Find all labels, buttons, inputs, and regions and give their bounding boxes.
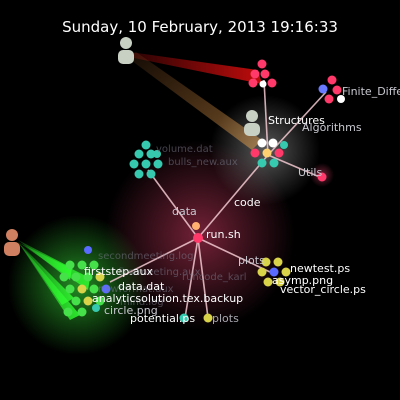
beam-green-4 [18, 242, 80, 320]
user-avatar-top[interactable] [118, 37, 134, 64]
label-bulls-new: bulls_new.aux [168, 157, 238, 168]
beam-red [130, 52, 262, 84]
node-utils[interactable] [317, 172, 327, 182]
label-plots: plots [238, 254, 265, 267]
faded-labels: volume.dat bulls_new.aux secondmeeting.l… [98, 144, 247, 308]
edge-run-code [197, 154, 269, 239]
label-utils: Utils [298, 166, 322, 179]
directory-edges [109, 79, 327, 319]
label-data-dat: data.dat [118, 280, 165, 293]
label-data: data [172, 205, 197, 218]
label-firststep: firststep.aux [84, 265, 153, 278]
edge-run-data [147, 169, 199, 239]
label-newformat: newformat.aux [98, 284, 174, 295]
node-cluster-finite[interactable] [318, 75, 346, 104]
label-potential: potential.ps [130, 312, 195, 325]
edge-run-potential [184, 237, 199, 319]
label-code: code [234, 196, 261, 209]
date-label: Sunday, 10 February, 2013 19:16:33 [62, 18, 338, 36]
node-potential[interactable] [179, 313, 189, 323]
label-runcode: runcode_karl [182, 272, 247, 283]
edge-run-files [109, 237, 199, 283]
node-cluster-data[interactable] [129, 140, 163, 179]
label-circle-png: circle.png [104, 304, 158, 317]
label-volume-dat: volume.dat [156, 144, 213, 155]
label-finite: Finite_Differ [342, 85, 400, 98]
edge-code-structures [263, 79, 269, 156]
user-avatar-middle[interactable] [244, 110, 260, 136]
label-analyticsolution: analyticsolution.tex.backup [92, 292, 243, 305]
label-mind-log: mind.log [120, 297, 164, 308]
node-cluster-code[interactable] [250, 138, 289, 168]
node-cluster-plots[interactable] [257, 257, 291, 287]
node-run-sh[interactable] [192, 222, 203, 243]
glow-left [8, 215, 148, 355]
label-structures: Structures [268, 114, 325, 127]
edge-code-finite [267, 91, 327, 156]
edge-run-plots [197, 237, 271, 273]
node-plotsdir[interactable] [203, 313, 213, 323]
label-algorithms: Algorithms [302, 121, 362, 134]
label-firstmeeting: firstmeeting.aux [118, 267, 201, 278]
beam-green-2 [18, 242, 74, 305]
file-labels: newtest.ps vector_circle.ps asymp.png fi… [84, 262, 366, 325]
edge-run-plotsdir [197, 237, 209, 319]
node-cluster-files[interactable] [59, 246, 111, 317]
label-asymp: asymp.png [272, 274, 333, 287]
label-run-sh: run.sh [206, 228, 241, 241]
label-vector-circle: vector_circle.ps [280, 283, 366, 296]
beam-orange [128, 52, 262, 150]
label-newtest: newtest.ps [290, 262, 350, 275]
edge-code-utils [267, 154, 323, 179]
label-secondmeeting: secondmeeting.log [98, 251, 194, 262]
directory-labels: Structures Algorithms Finite_Differ Util… [172, 85, 400, 267]
label-plots-bottom: plots [212, 312, 239, 325]
user-avatar-left[interactable] [4, 229, 20, 256]
node-cluster-structures[interactable] [248, 59, 277, 88]
